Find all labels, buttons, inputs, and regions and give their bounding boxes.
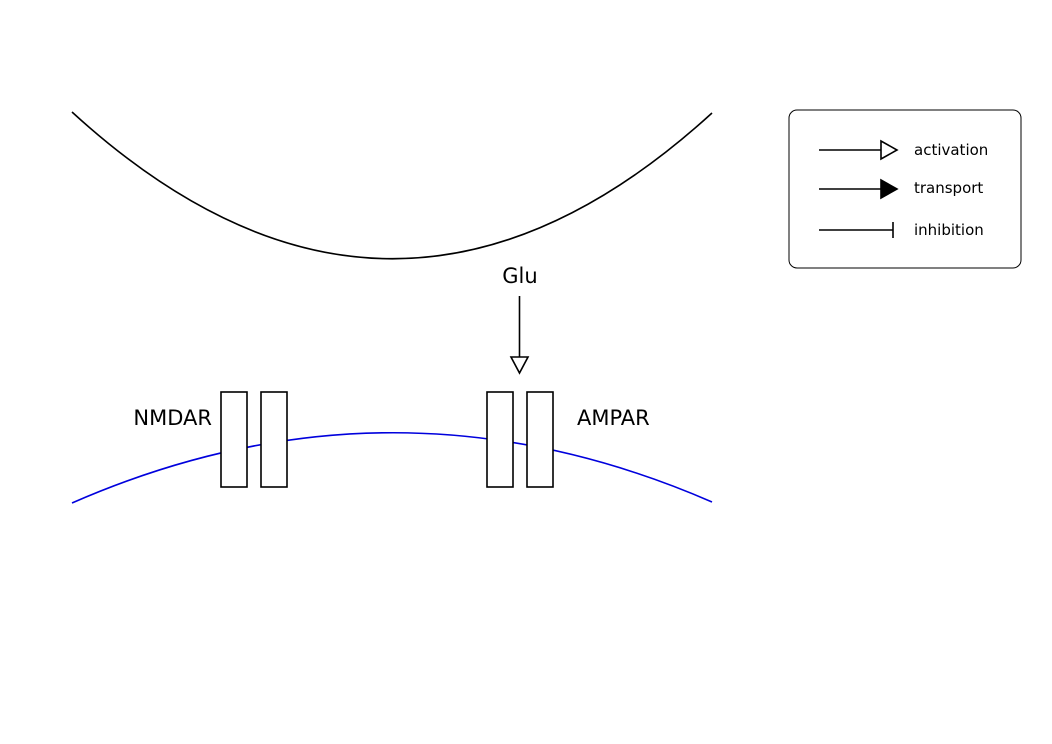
ampar-subunit-right [526, 391, 554, 488]
filled-triangle-arrow-icon [819, 178, 899, 200]
presynaptic-membrane [71, 111, 713, 260]
legend: activation transport inhibition [788, 109, 1022, 269]
nmdar-label: NMDAR [133, 406, 212, 430]
nmdar-subunit-left [220, 391, 248, 488]
open-triangle-arrow-icon [819, 139, 899, 161]
postsynaptic-membrane [71, 432, 713, 504]
legend-item-activation: activation [819, 139, 988, 161]
bar-end-line-icon [819, 222, 894, 238]
ampar-subunit-left [486, 391, 514, 488]
legend-item-transport: transport [819, 178, 983, 200]
nmdar-channel [220, 391, 288, 488]
glu-label: Glu [502, 264, 537, 288]
ampar-channel [486, 391, 554, 488]
legend-label-inhibition: inhibition [914, 221, 984, 239]
legend-label-transport: transport [914, 179, 983, 197]
legend-label-activation: activation [914, 141, 988, 159]
ampar-label: AMPAR [577, 406, 650, 430]
glu-activation-arrow [509, 296, 530, 375]
nmdar-subunit-right [260, 391, 288, 488]
legend-item-inhibition: inhibition [819, 221, 984, 239]
